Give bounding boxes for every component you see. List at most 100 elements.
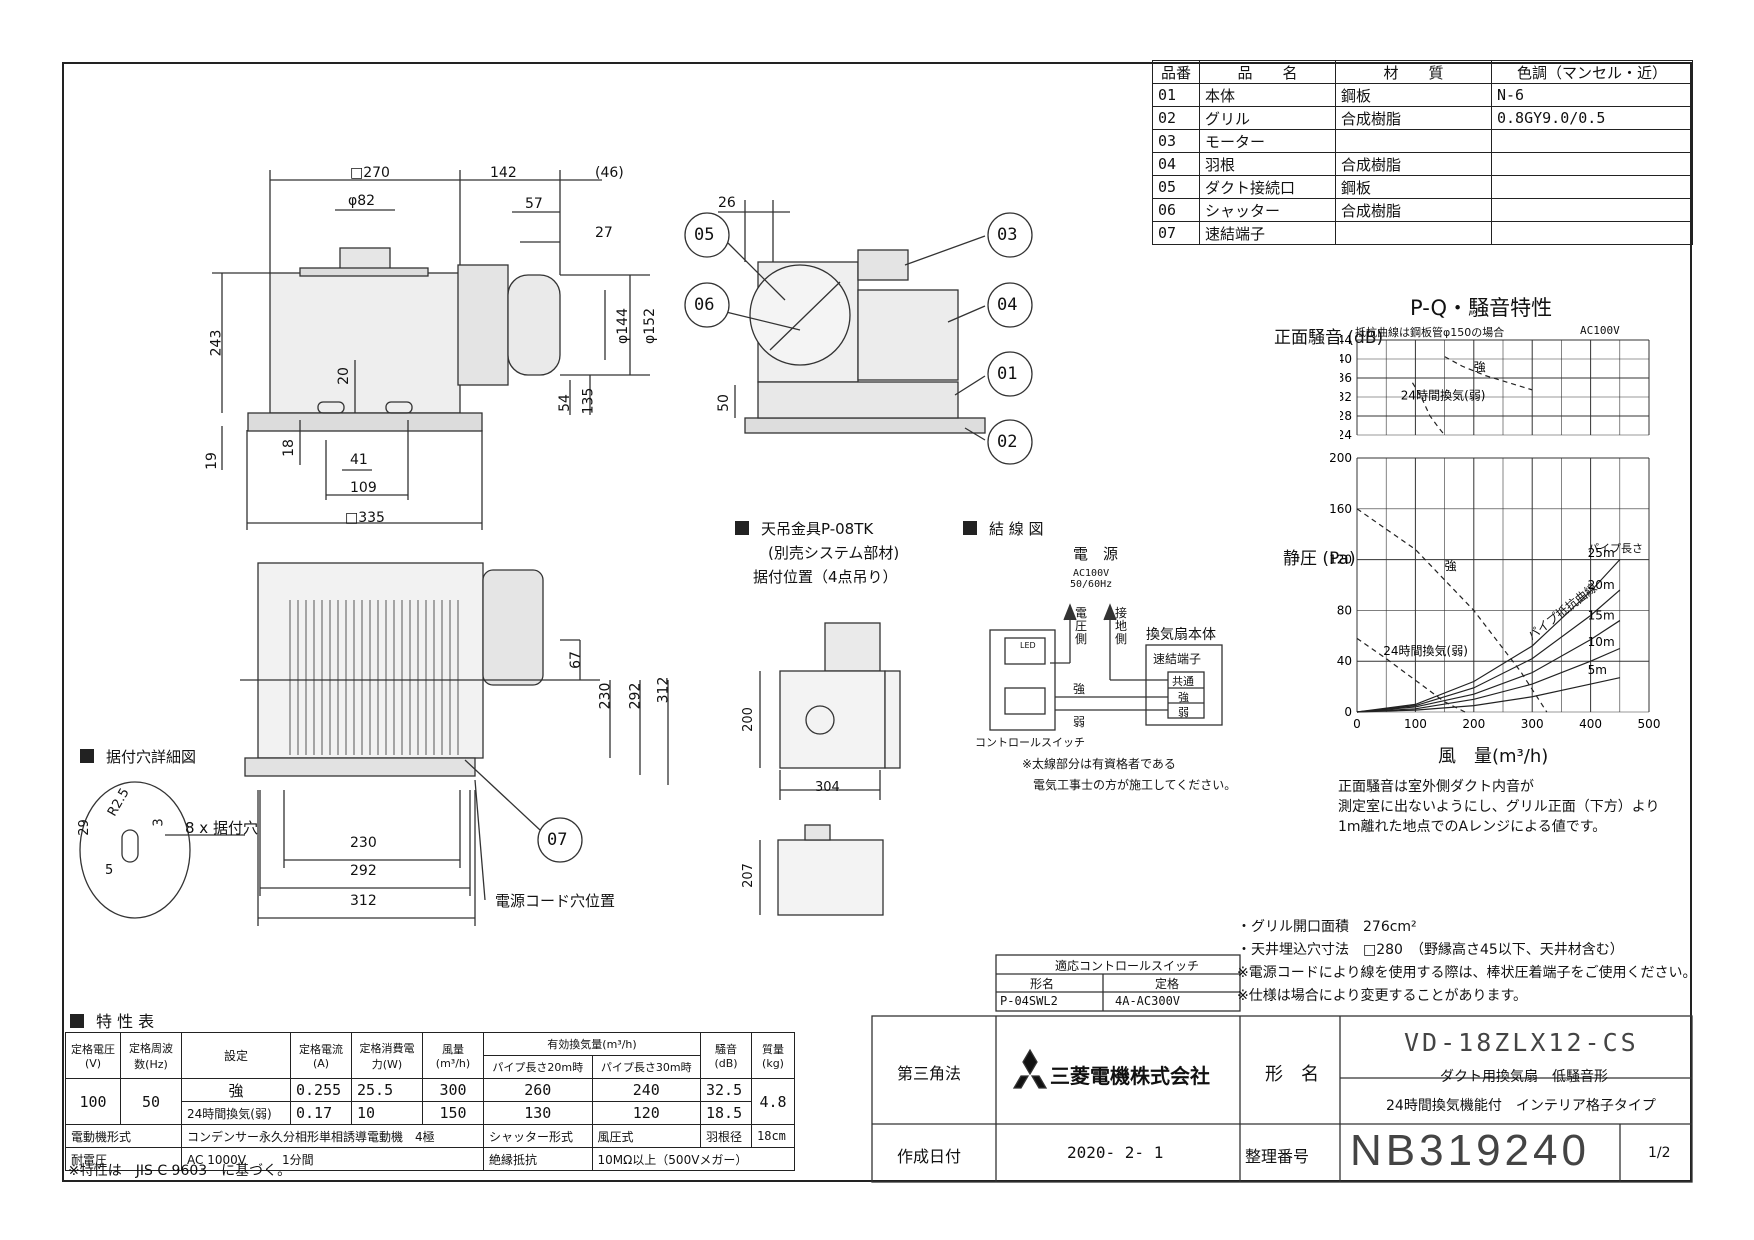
vside-1: 電	[1075, 606, 1088, 620]
part-name: 速結端子	[1199, 221, 1336, 245]
val-airflow: 300	[422, 1078, 484, 1102]
wiring-unit: 換気扇本体	[1146, 627, 1216, 643]
series-line	[1356, 677, 1620, 713]
ch-pipe30: パイプ長さ30m時	[591, 1055, 701, 1079]
callout-03: 03	[997, 225, 1018, 245]
val-pipe20: 260	[483, 1078, 593, 1102]
wiring-note2: 電気工事士の方が施工してください。	[1033, 778, 1237, 792]
char-title-text: 特 性 表	[96, 1012, 155, 1031]
series-label: 強	[1445, 559, 1457, 573]
date-value: 2020- 2- 1	[1067, 1143, 1164, 1162]
series-label: 15m	[1588, 608, 1615, 622]
val-pipe30: 120	[591, 1101, 701, 1125]
hanger-207: 207	[740, 863, 756, 888]
hanger-line1: 天吊金具P-08TK	[761, 520, 874, 538]
pq-ylabel: 静圧 (Pa)	[1283, 549, 1356, 569]
spec-note-2: ・天井埋込穴寸法 □280 （野縁高さ45以下、天井材含む）	[1237, 942, 1624, 958]
callout-01: 01	[997, 364, 1018, 384]
series-line	[1356, 647, 1621, 713]
part-name: 羽根	[1199, 152, 1336, 176]
y-tick-label: 44	[1340, 335, 1352, 347]
gside-2: 地	[1115, 619, 1128, 633]
ch-setting: 設定	[181, 1032, 291, 1079]
pipe-length-annotation: パイプ長さ	[1588, 542, 1643, 555]
series-line	[1411, 382, 1446, 436]
y-tick-label: 200	[1329, 451, 1352, 465]
part-material: 合成樹脂	[1335, 152, 1492, 176]
ch-voltage: 定格電圧(V)	[65, 1032, 121, 1079]
parts-header-name: 品 名	[1199, 60, 1336, 84]
ch-frequency: 定格周波数(Hz)	[120, 1032, 182, 1079]
chart-note-2: 測定室に出ないようにし、グリル正面（下方）より	[1338, 799, 1660, 815]
dim-270: □270	[350, 165, 390, 181]
characteristics-table: 定格電圧(V) 定格周波数(Hz) 設定 定格電流(A) 定格消費電力(W) 風…	[65, 1032, 795, 1171]
mount-holes: 8 x 据付穴	[185, 819, 258, 837]
val-setting: 24時間換気(弱)	[181, 1101, 291, 1125]
dim-26: 26	[718, 195, 736, 211]
wiring-hz: 50/60Hz	[1070, 579, 1113, 590]
series-label: 25m	[1588, 546, 1615, 560]
drawing-frame	[62, 62, 1692, 1182]
part-material	[1335, 221, 1492, 245]
dim-19: 19	[203, 452, 220, 470]
val-frequency: 50	[120, 1078, 182, 1125]
char-note: ※特性は JIS C 9603 に基づく。	[68, 1163, 292, 1179]
y-tick-label: 160	[1329, 502, 1352, 516]
part-no: 02	[1152, 106, 1200, 130]
y-tick-label: 24	[1340, 428, 1352, 440]
model-desc1: ダクト用換気扇 低騒音形	[1440, 1069, 1608, 1085]
gside-3: 側	[1115, 632, 1128, 646]
ch-pipe20: パイプ長さ20m時	[483, 1055, 593, 1079]
document-number: NB319240	[1350, 1126, 1590, 1175]
dim-144: φ144	[614, 308, 631, 344]
series-label: 24時間換気(弱)	[1401, 387, 1486, 402]
series-label: 5m	[1588, 663, 1607, 677]
wiring-power: 電 源	[1073, 545, 1119, 563]
part-material	[1335, 129, 1492, 153]
shutter-value: 風圧式	[591, 1124, 701, 1148]
ch-airflow: 風量(m³/h)	[422, 1032, 484, 1079]
dim-312-v: 312	[655, 676, 672, 704]
switch-rating: 4A-AC300V	[1115, 994, 1181, 1008]
blade-value: 18cm	[751, 1124, 795, 1148]
wiring-gside: 接地側	[1115, 607, 1127, 646]
series-label: 強	[1474, 360, 1486, 374]
top-view-body	[269, 272, 461, 414]
y-tick-label: 80	[1337, 603, 1352, 617]
val-power: 10	[351, 1101, 423, 1125]
switch-model: P-04SWL2	[1000, 994, 1058, 1008]
mitsubishi-logo	[1022, 1048, 1038, 1076]
y-tick-label: 36	[1340, 371, 1352, 385]
chart-title: P-Q・騒音特性	[1410, 296, 1553, 320]
vside-2: 圧	[1075, 619, 1088, 633]
hanger-304: 304	[815, 780, 840, 795]
wiring-strong: 強	[1073, 682, 1086, 696]
series-line	[1356, 589, 1621, 713]
insulation-value: 10MΩ以上（500Vメガー）	[591, 1147, 795, 1171]
x-tick-label: 200	[1462, 717, 1485, 731]
blade-label: 羽根径	[700, 1124, 752, 1148]
cord-hole-label: 電源コード穴位置	[495, 892, 616, 910]
switch-h2: 定格	[1155, 977, 1180, 991]
dim-57: 57	[525, 196, 543, 212]
company-name: 三菱電機株式会社	[1050, 1064, 1210, 1088]
dim-50: 50	[715, 394, 732, 412]
hanger-line3: 据付位置（4点吊り）	[753, 568, 898, 586]
val-noise: 32.5	[700, 1078, 752, 1102]
terminal-common: 共通	[1172, 675, 1194, 688]
number-label: 整理番号	[1245, 1147, 1310, 1166]
callout-07: 07	[547, 830, 568, 850]
wiring-ac: AC100V	[1073, 568, 1110, 579]
wiring-note1: ※太線部分は有資格者である	[1022, 757, 1176, 771]
val-airflow: 150	[422, 1101, 484, 1125]
switch-title: 適応コントロールスイッチ	[1055, 959, 1200, 973]
val-voltage: 100	[65, 1078, 121, 1125]
insulation-label: 絶縁抵抗	[483, 1147, 593, 1171]
val-pipe20: 130	[483, 1101, 593, 1125]
ch-effective: 有効換気量(m³/h)	[483, 1032, 701, 1056]
vside-3: 側	[1075, 632, 1088, 646]
shutter-label: シャッター形式	[483, 1124, 593, 1148]
val-setting: 強	[181, 1078, 291, 1102]
dim-292-h: 292	[350, 863, 377, 879]
